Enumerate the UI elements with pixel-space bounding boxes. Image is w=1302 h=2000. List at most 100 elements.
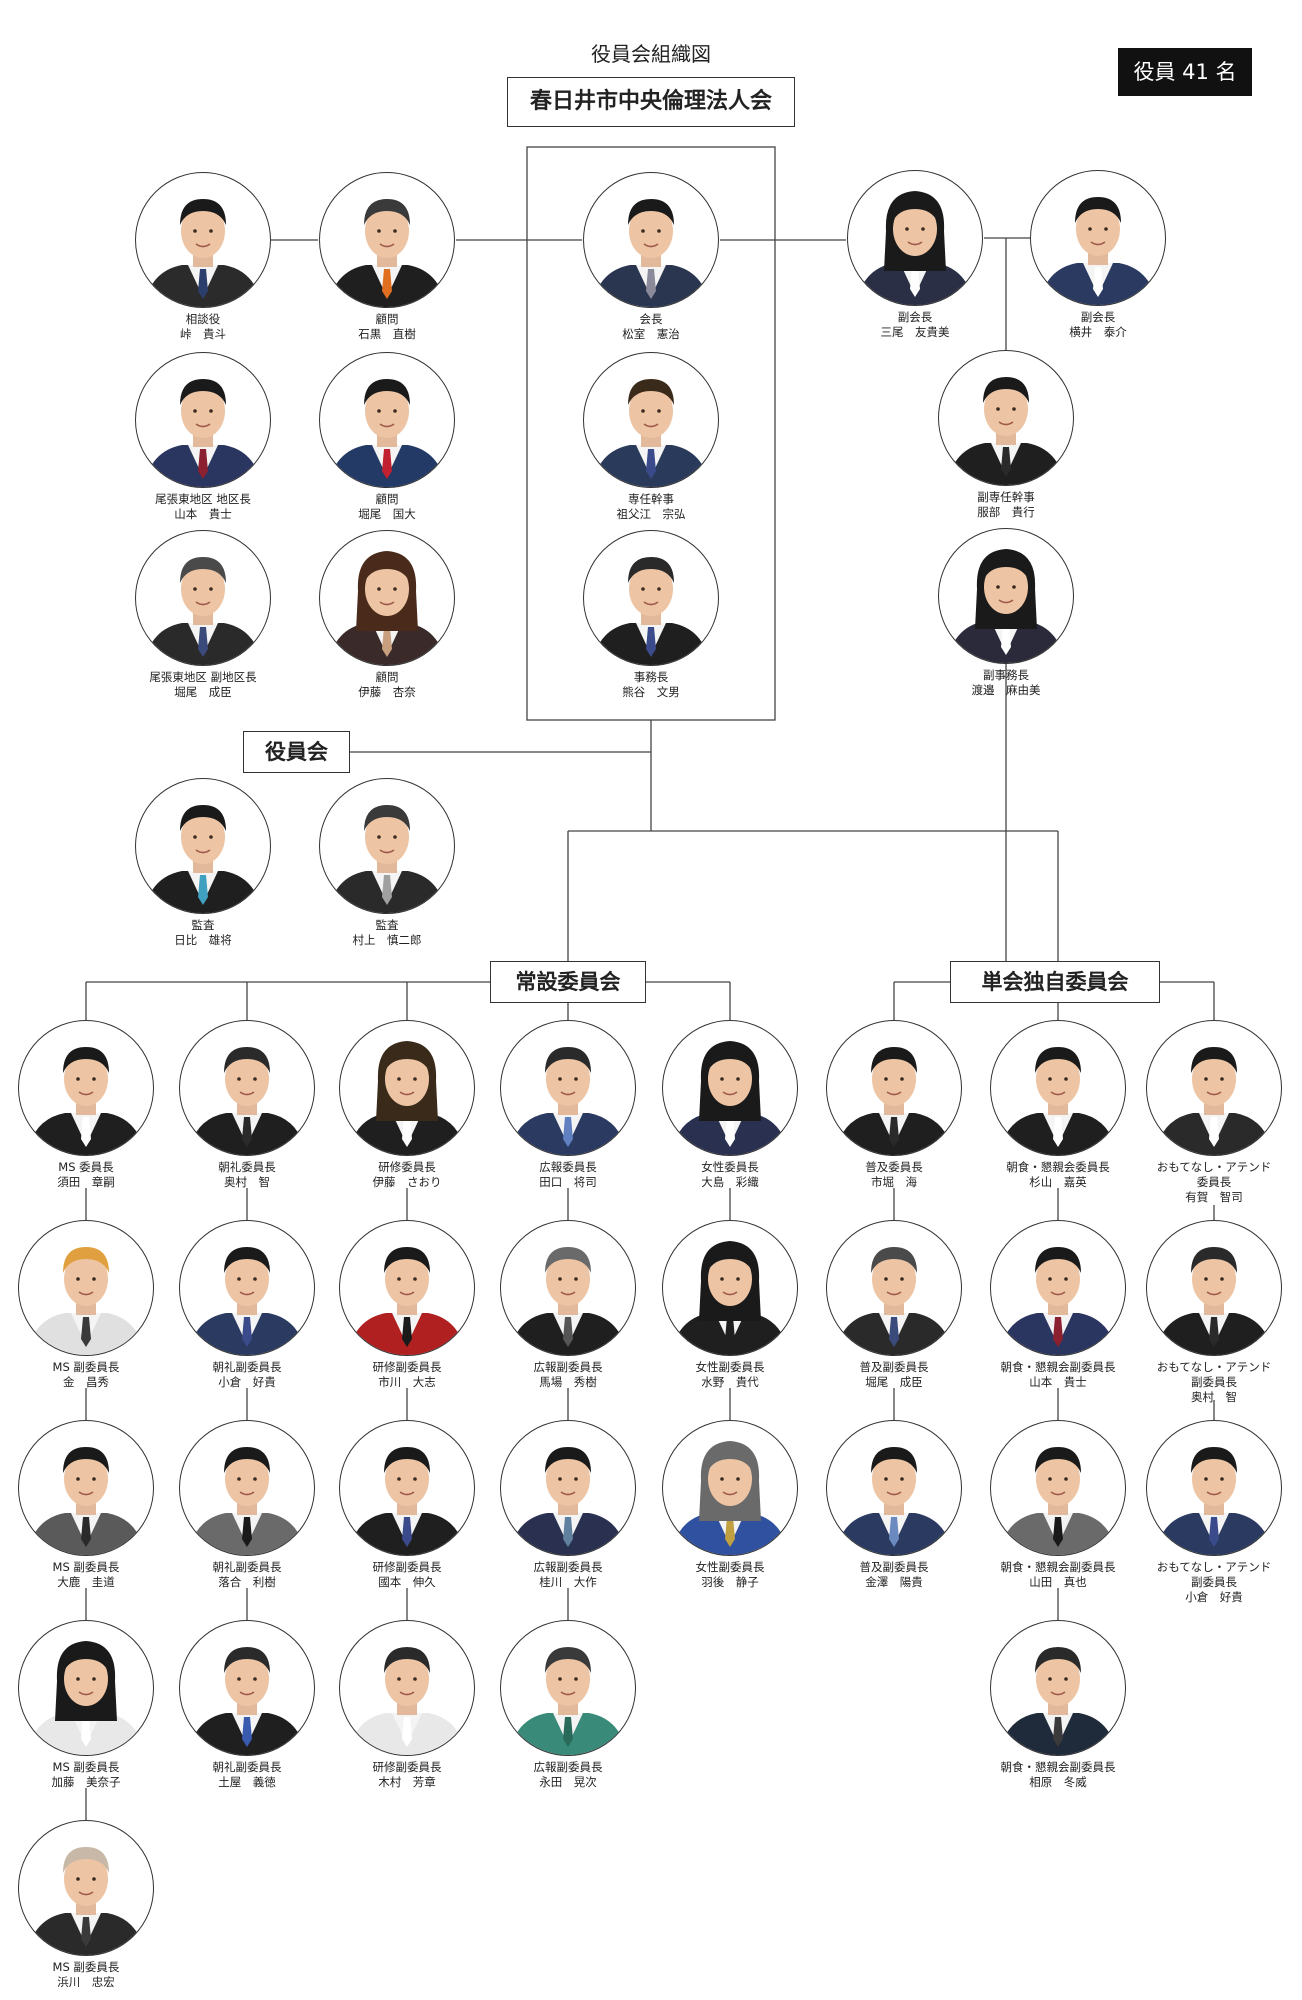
member-ken3: 研修副委員長國本 伸久 <box>317 1420 497 1590</box>
portrait-silhouette <box>144 805 262 913</box>
member-role-line2: 副委員長 <box>1191 1375 1237 1389</box>
member-name: 羽後 静子 <box>701 1575 759 1589</box>
portrait-silhouette <box>1039 197 1157 305</box>
member-photo <box>179 1020 315 1156</box>
member-role: 朝食・懇親会副委員長 <box>1000 1360 1116 1374</box>
member-name: 堀尾 成臣 <box>174 685 232 699</box>
member-role: 尾張東地区 地区長 <box>155 492 251 506</box>
member-role: 研修副委員長 <box>372 1560 442 1574</box>
member-name: 金澤 陽貴 <box>865 1575 923 1589</box>
portrait-silhouette <box>328 805 446 913</box>
member-name: 馬場 秀樹 <box>539 1375 597 1389</box>
member-photo <box>990 1420 1126 1556</box>
member-name: 桂川 大作 <box>539 1575 597 1589</box>
member-photo <box>18 1820 154 1956</box>
member-photo <box>1030 170 1166 306</box>
member-fu1: 普及委員長市堀 海 <box>804 1020 984 1190</box>
member-name: 小倉 好貴 <box>218 1375 276 1389</box>
portrait-silhouette <box>509 1047 627 1155</box>
member-name: 大島 彩織 <box>701 1175 759 1189</box>
member-chiku: 尾張東地区 地区長山本 貴士 <box>113 352 293 522</box>
member-photo <box>500 1220 636 1356</box>
member-role: 会長 <box>639 312 663 326</box>
member-fu3: 普及副委員長金澤 陽貴 <box>804 1420 984 1590</box>
member-name: 日比 雄将 <box>174 933 232 947</box>
member-fuku2: 副会長横井 泰介 <box>1008 170 1188 340</box>
org-name-box: 春日井市中央倫理法人会 <box>507 77 795 127</box>
member-photo <box>826 1420 962 1556</box>
portrait-silhouette <box>592 199 710 307</box>
member-role: 監査 <box>375 918 399 932</box>
portrait-silhouette <box>328 199 446 307</box>
member-asa3: 朝礼副委員長落合 利樹 <box>157 1420 337 1590</box>
independent-committee-box: 単会独自委員会 <box>950 961 1160 1003</box>
portrait-silhouette <box>144 379 262 487</box>
member-role: 顧問 <box>375 312 399 326</box>
portrait-silhouette <box>999 1647 1117 1755</box>
portrait-silhouette <box>27 1847 145 1955</box>
portrait-silhouette <box>1155 1447 1273 1555</box>
member-role-line2: 委員長 <box>1196 1175 1232 1189</box>
member-ms2: MS 副委員長金 昌秀 <box>0 1220 176 1390</box>
portrait-silhouette <box>671 1041 789 1155</box>
member-kou3: 広報副委員長桂川 大作 <box>478 1420 658 1590</box>
member-role: 研修副委員長 <box>372 1760 442 1774</box>
member-name: 國本 伸久 <box>378 1575 436 1589</box>
portrait-silhouette <box>348 1647 466 1755</box>
member-name: 服部 貴行 <box>977 505 1035 519</box>
member-name: 山本 貴士 <box>174 507 232 521</box>
portrait-silhouette <box>27 1641 145 1755</box>
member-komon2: 顧問堀尾 国大 <box>297 352 477 522</box>
member-role: 顧問 <box>375 492 399 506</box>
member-photo <box>662 1220 798 1356</box>
portrait-silhouette <box>671 1241 789 1355</box>
member-role: 女性委員長 <box>701 1160 759 1174</box>
member-name: 堀尾 国大 <box>358 507 416 521</box>
member-role: 監査 <box>191 918 215 932</box>
member-fukusenmu: 副専任幹事服部 貴行 <box>916 350 1096 520</box>
member-kaicho: 会長松室 憲治 <box>561 172 741 342</box>
member-photo <box>18 1020 154 1156</box>
member-role: 普及副委員長 <box>859 1360 929 1374</box>
member-ken1: 研修委員長伊藤 さおり <box>317 1020 497 1190</box>
member-name: 水野 貴代 <box>701 1375 759 1389</box>
member-photo <box>662 1420 798 1556</box>
member-name: 堀尾 成臣 <box>865 1375 923 1389</box>
portrait-silhouette <box>999 1447 1117 1555</box>
member-name: 峠 貴斗 <box>180 327 226 341</box>
member-komon1: 顧問石黒 直樹 <box>297 172 477 342</box>
member-name: 相原 冬威 <box>1029 1775 1087 1789</box>
portrait-silhouette <box>27 1247 145 1355</box>
member-role: MS 副委員長 <box>52 1560 120 1574</box>
member-name: 祖父江 宗弘 <box>616 507 686 521</box>
member-name: 木村 芳章 <box>378 1775 436 1789</box>
member-kansa2: 監査村上 慎二郎 <box>297 778 477 948</box>
member-photo <box>319 530 455 666</box>
member-name: 大鹿 圭道 <box>57 1575 115 1589</box>
member-photo <box>339 1620 475 1756</box>
member-photo <box>339 1220 475 1356</box>
member-role-line2: 副委員長 <box>1191 1575 1237 1589</box>
member-soudan: 相談役峠 貴斗 <box>113 172 293 342</box>
member-photo <box>179 1420 315 1556</box>
member-photo <box>938 350 1074 486</box>
member-photo <box>938 528 1074 664</box>
portrait-silhouette <box>328 551 446 665</box>
member-kansa1: 監査日比 雄将 <box>113 778 293 948</box>
member-ken4: 研修副委員長木村 芳章 <box>317 1620 497 1790</box>
portrait-silhouette <box>999 1047 1117 1155</box>
member-role: 顧問 <box>375 670 399 684</box>
member-name: 加藤 美奈子 <box>51 1775 121 1789</box>
member-name: 山田 真也 <box>1029 1575 1087 1589</box>
member-photo <box>500 1020 636 1156</box>
member-jo1: 女性委員長大島 彩織 <box>640 1020 820 1190</box>
member-senmu: 専任幹事祖父江 宗弘 <box>561 352 741 522</box>
portrait-silhouette <box>947 549 1065 663</box>
portrait-silhouette <box>1155 1247 1273 1355</box>
portrait-silhouette <box>1155 1047 1273 1155</box>
portrait-silhouette <box>188 1647 306 1755</box>
member-kou1: 広報委員長田口 将司 <box>478 1020 658 1190</box>
member-jo3: 女性副委員長羽後 静子 <box>640 1420 820 1590</box>
portrait-silhouette <box>835 1447 953 1555</box>
